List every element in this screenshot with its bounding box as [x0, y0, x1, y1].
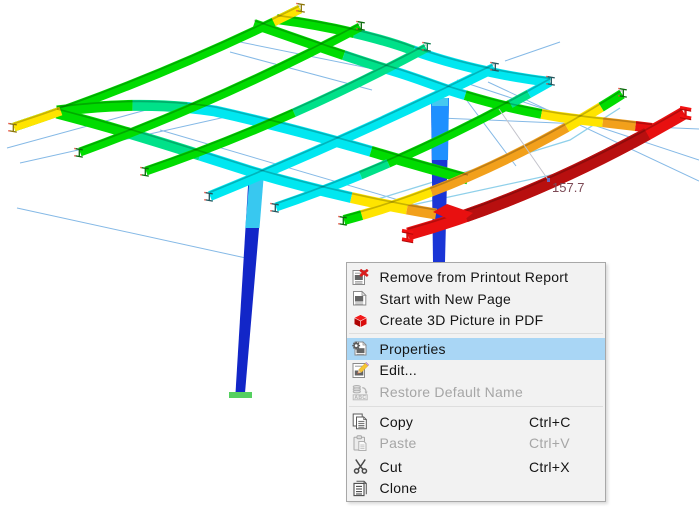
- svg-text:ABC: ABC: [354, 395, 366, 401]
